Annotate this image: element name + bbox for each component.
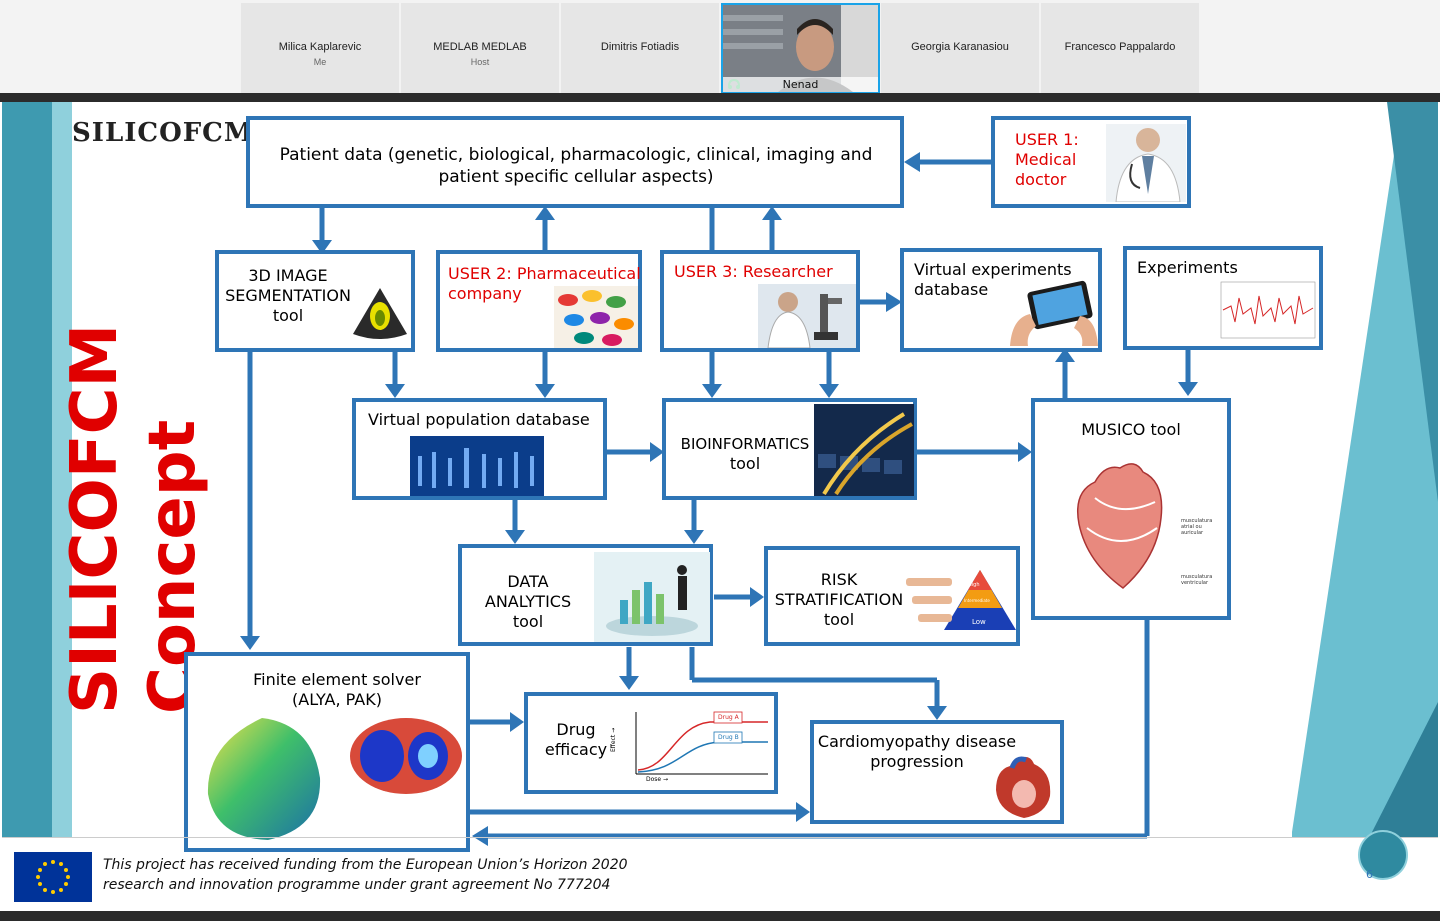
risk-label-line2: STRATIFICATION — [774, 590, 904, 609]
tablet-hands-image — [1010, 280, 1098, 346]
active-speaker-video-tile[interactable]: Nenad — [721, 3, 880, 94]
bioinformatics-label-line1: BIOINFORMATICS — [680, 435, 810, 453]
eu-flag-icon — [14, 852, 92, 902]
drug-b-legend: Drug B — [718, 734, 739, 741]
participant-role: Me — [313, 57, 327, 67]
silicofcm-logo: SILICOFCM — [72, 118, 254, 148]
risk-stratification-box: RISK STRATIFICATION tool High Intermedia… — [764, 546, 1020, 646]
virtual-experiments-line2: database — [914, 280, 989, 299]
drug-efficacy-box: Drug efficacy Drug A Drug B Dose → Effec… — [524, 692, 778, 794]
participant-tile[interactable]: Francesco Pappalardo — [1041, 3, 1199, 93]
segmentation-tool-box: 3D IMAGE SEGMENTATION tool — [215, 250, 415, 352]
drug-efficacy-line2: efficacy — [544, 740, 608, 759]
participant-name: Francesco Pappalardo — [1064, 41, 1176, 53]
slide-bottom-bar — [0, 911, 1440, 921]
experiments-label: Experiments — [1137, 258, 1238, 277]
heart-label-atrial: musculatura atrial ou auricular — [1181, 518, 1213, 536]
slide-page-number: 6 — [1366, 868, 1373, 881]
participant-tile[interactable]: Dimitris Fotiadis — [561, 3, 719, 93]
user1-label-line3: doctor — [1015, 170, 1067, 189]
funding-notice-line1: This project has received funding from t… — [103, 857, 628, 873]
risk-level-intermediate: Intermediate — [964, 598, 990, 603]
virtual-experiments-line1: Virtual experiments — [914, 260, 1072, 279]
musico-tool-box: MUSICO tool musculatura atrial ou auricu… — [1031, 398, 1231, 620]
virtual-population-image — [410, 436, 544, 496]
pills-image — [554, 286, 638, 348]
participant-name: MEDLAB MEDLAB — [433, 41, 527, 53]
dna-keyboard-image — [814, 404, 914, 496]
drug-a-legend: Drug A — [718, 714, 739, 721]
slide-top-bar — [0, 93, 1440, 102]
participant-strip: Milica Kaplarevic Me MEDLAB MEDLAB Host … — [0, 0, 1440, 94]
risk-label-line1: RISK — [820, 570, 858, 589]
data-analytics-box: DATA ANALYTICS tool — [458, 544, 713, 646]
user1-label-line2: Medical — [1015, 150, 1077, 169]
data-analytics-line1: DATA — [507, 572, 549, 591]
participant-name: Georgia Karanasiou — [911, 41, 1009, 53]
slide-title-line-1: SILICOFCM — [58, 323, 132, 714]
drug-efficacy-line1: Drug — [556, 720, 596, 739]
heart-muscle-image — [1077, 463, 1163, 589]
segmentation-label-line1: 3D IMAGE — [248, 266, 328, 285]
heart-label-ventricular: musculatura ventricular — [1181, 574, 1213, 586]
user1-label-line1: USER 1: — [1015, 130, 1079, 149]
user3-label: USER 3: Researcher — [674, 262, 833, 281]
participant-role: Host — [470, 57, 490, 67]
doctor-image — [1106, 124, 1186, 202]
cardiomyopathy-progression-box: Cardiomyopathy disease progression — [810, 720, 1064, 824]
finite-element-solver-box: Finite element solver (ALYA, PAK) — [184, 652, 470, 852]
effect-axis-label: Effect → — [610, 727, 617, 752]
dose-response-chart — [635, 711, 768, 775]
participant-tile[interactable]: Milica Kaplarevic Me — [241, 3, 399, 93]
data-analytics-line2: ANALYTICS — [484, 592, 572, 611]
presentation-slide: SILICOFCM SILICOFCM Concept Patient data… — [2, 102, 1438, 911]
bioinformatics-box: BIOINFORMATICS tool — [662, 398, 917, 500]
virtual-population-label: Virtual population database — [368, 410, 590, 429]
funding-notice: This project has received funding from t… — [103, 855, 628, 895]
bioinformatics-label-line2: tool — [729, 454, 761, 473]
cardiomyopathy-line1: Cardiomyopathy disease — [817, 732, 1017, 751]
patient-data-box: Patient data (genetic, biological, pharm… — [246, 116, 904, 208]
fem-heart-model-image — [207, 718, 321, 840]
virtual-experiments-box: Virtual experiments database — [900, 248, 1102, 352]
ultrasound-image — [353, 288, 407, 339]
segmentation-label-line2: SEGMENTATION — [225, 286, 351, 305]
dose-axis-label: Dose → — [646, 776, 669, 783]
risk-level-low: Low — [972, 618, 986, 626]
patient-data-label: Patient data (genetic, biological, pharm… — [279, 145, 873, 187]
participant-name: Nenad — [723, 77, 878, 92]
finite-element-line2: (ALYA, PAK) — [292, 690, 382, 709]
analytics-chart-image — [594, 552, 710, 642]
experiments-box: Experiments — [1123, 246, 1323, 350]
cardiomyopathy-line2: progression — [870, 752, 964, 771]
experiments-trace-image — [1220, 281, 1316, 339]
risk-level-high: High — [968, 582, 980, 588]
data-analytics-line3: tool — [512, 612, 544, 631]
researcher-image — [758, 284, 856, 348]
user2-label-line2: company — [448, 284, 522, 303]
risk-label-line3: tool — [823, 610, 855, 629]
footer-divider — [2, 837, 1438, 838]
user1-medical-doctor-box: USER 1: Medical doctor — [991, 116, 1191, 208]
fem-mesh-image — [350, 718, 462, 794]
segmentation-label-line3: tool — [272, 306, 304, 325]
finite-element-line1: Finite element solver — [253, 670, 421, 689]
slide-decoration-circle — [1358, 830, 1408, 880]
participant-tile[interactable]: Georgia Karanasiou — [881, 3, 1039, 93]
funding-notice-line2: research and innovation programme under … — [103, 877, 611, 893]
risk-pyramid-image — [906, 570, 1016, 630]
user3-researcher-box: USER 3: Researcher — [660, 250, 860, 352]
participant-tile[interactable]: MEDLAB MEDLAB Host — [401, 3, 559, 93]
participant-name: Milica Kaplarevic — [278, 41, 362, 53]
user2-pharmaceutical-box: USER 2: Pharmaceutical company — [436, 250, 642, 352]
musico-label: MUSICO tool — [1081, 420, 1181, 439]
user2-label-line1: USER 2: Pharmaceutical — [448, 264, 641, 283]
participant-name: Dimitris Fotiadis — [600, 41, 680, 53]
heart-anatomy-image — [996, 756, 1051, 818]
virtual-population-box: Virtual population database — [352, 398, 607, 500]
